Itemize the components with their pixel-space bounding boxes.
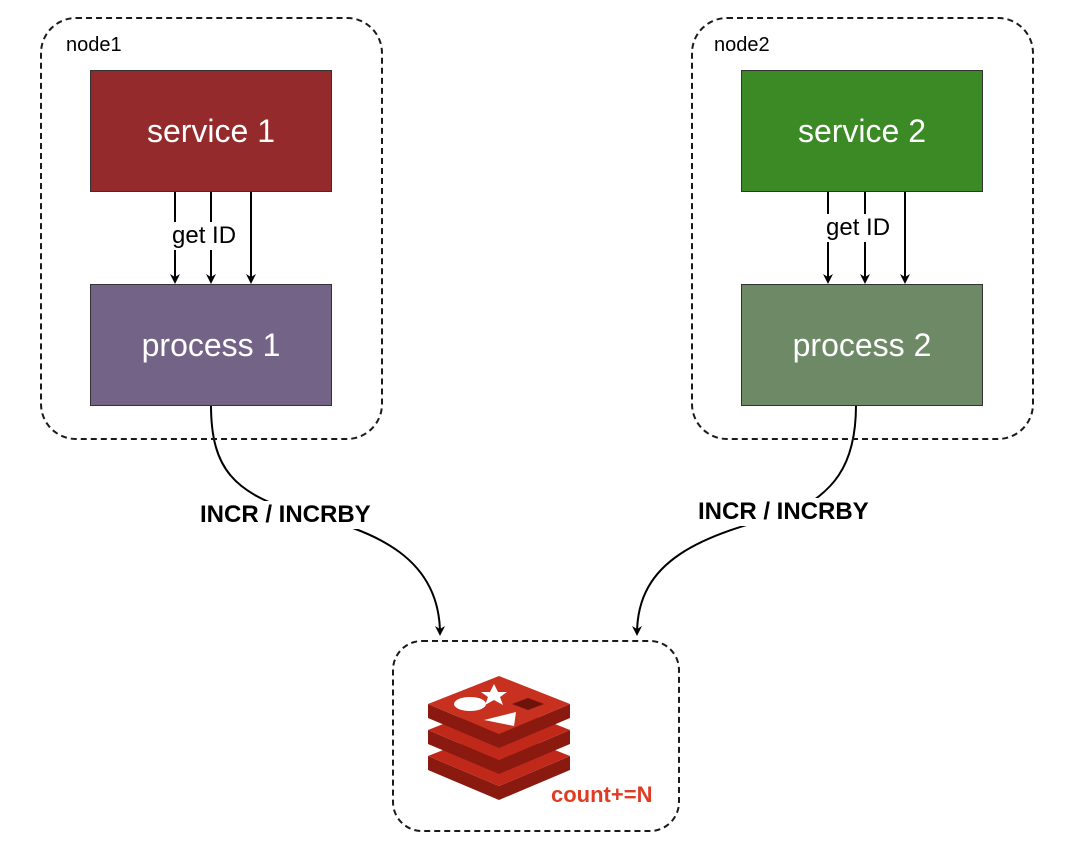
redis-logo-icon <box>428 676 570 800</box>
process-2-box[interactable]: process 2 <box>741 284 983 406</box>
service-2-box[interactable]: service 2 <box>741 70 983 192</box>
node2-group <box>691 17 1034 440</box>
process-1-label: process 1 <box>141 326 281 363</box>
service-1-box[interactable]: service 1 <box>90 70 332 192</box>
node2-label: node2 <box>714 34 770 56</box>
process-2-label: process 2 <box>792 326 932 363</box>
incr-label-right: INCR / INCRBY <box>694 498 873 526</box>
get-id-label-2: get ID <box>824 214 893 242</box>
node1-label: node1 <box>66 34 122 56</box>
get-id-label-1: get ID <box>170 222 239 250</box>
redis-group <box>392 640 680 832</box>
service-2-label: service 2 <box>797 112 927 149</box>
node1-group <box>40 17 383 440</box>
service-1-label: service 1 <box>146 112 276 149</box>
count-label: count+=N <box>551 782 653 807</box>
process-1-box[interactable]: process 1 <box>90 284 332 406</box>
incr-label-left: INCR / INCRBY <box>196 501 375 529</box>
